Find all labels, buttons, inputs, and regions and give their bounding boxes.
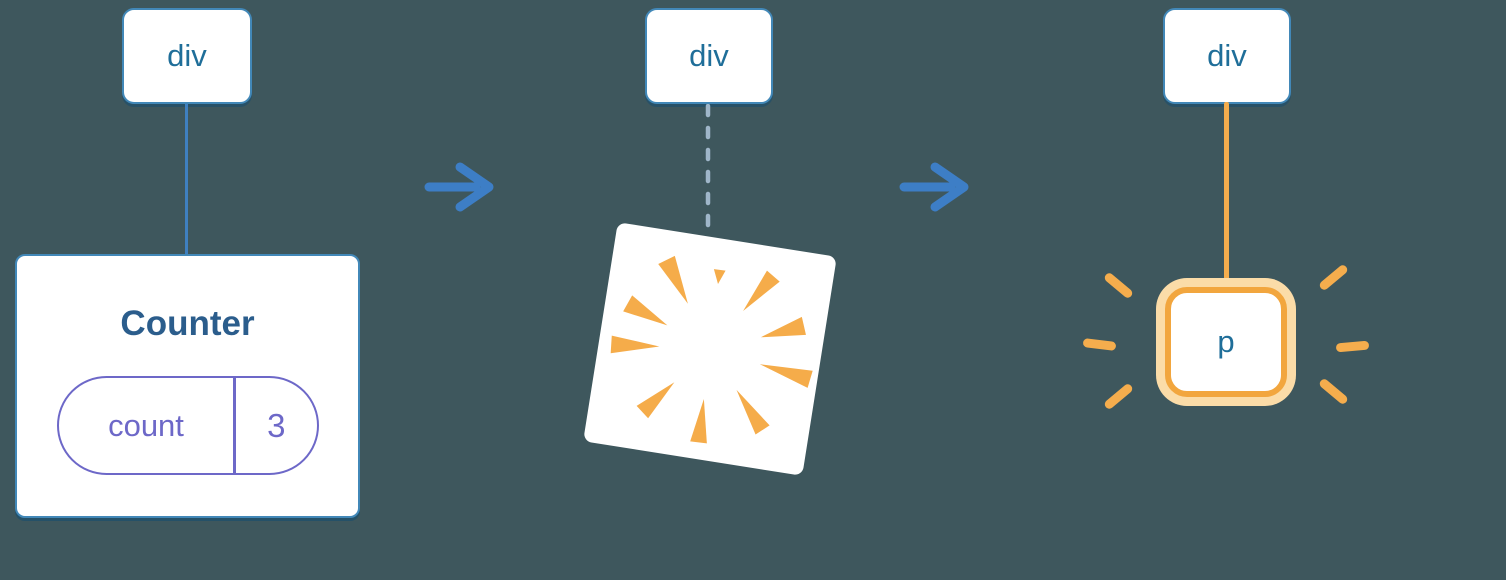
tree-node-div-step2: div — [645, 8, 773, 104]
emphasis-spark-icon — [1102, 271, 1135, 300]
connector-line-orange — [1224, 102, 1229, 288]
right-arrow-icon — [424, 162, 494, 212]
poof-burst-icon — [584, 223, 836, 475]
tree-node-div-step3: div — [1163, 8, 1291, 104]
connector-line-blue — [185, 104, 188, 254]
new-element-node-p: p — [1165, 287, 1287, 397]
counter-component-card: Counter count 3 — [15, 254, 360, 518]
emphasis-spark-icon — [1102, 382, 1135, 411]
tree-node-label: div — [167, 38, 207, 73]
right-arrow-icon — [899, 162, 969, 212]
state-value: 3 — [267, 406, 286, 444]
tree-node-div-step1: div — [122, 8, 252, 104]
emphasis-spark-icon — [1317, 377, 1350, 406]
component-title: Counter — [120, 304, 255, 343]
tree-node-label: div — [1207, 38, 1247, 73]
state-pill-divider — [233, 378, 236, 473]
tree-node-label: div — [689, 38, 729, 73]
connector-line-dashed — [705, 104, 711, 232]
emphasis-spark-icon — [1335, 340, 1370, 353]
burst-rays — [610, 255, 813, 444]
state-key: count — [108, 407, 184, 443]
emphasis-spark-icon — [1082, 338, 1117, 351]
state-pill: count 3 — [57, 376, 319, 475]
emphasis-spark-icon — [1317, 263, 1350, 292]
tree-node-label: p — [1217, 324, 1235, 359]
